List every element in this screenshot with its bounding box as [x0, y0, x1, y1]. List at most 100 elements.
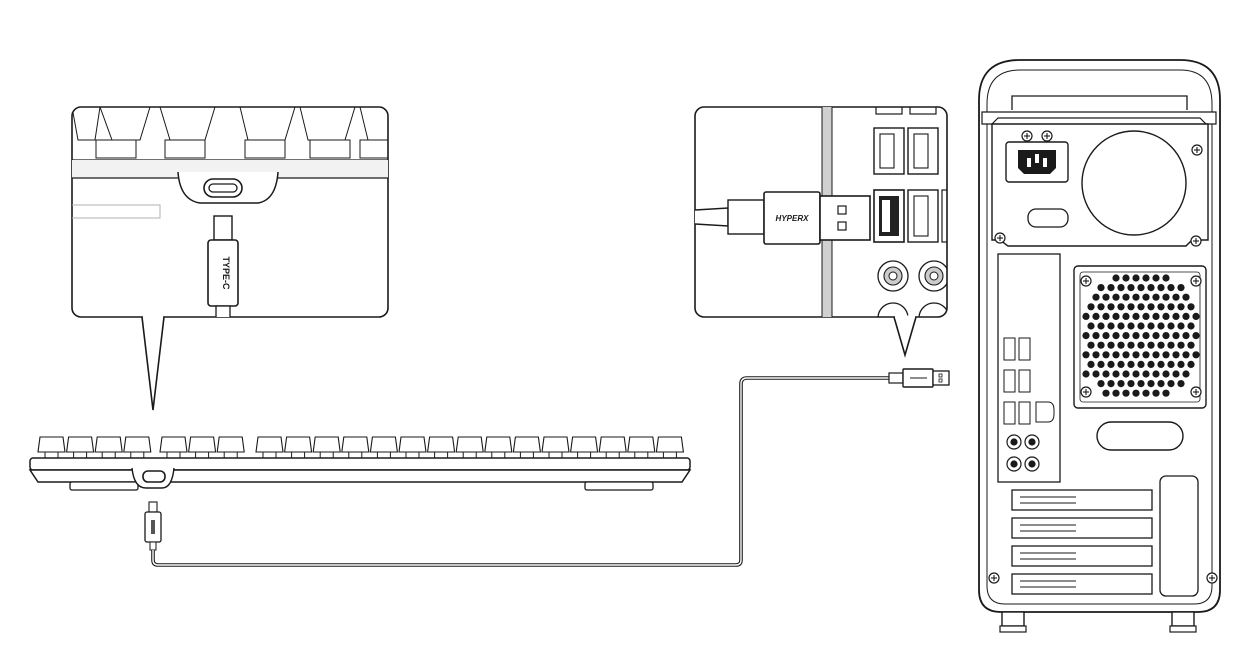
vent-hole [1152, 274, 1160, 282]
vent-hole [1137, 303, 1145, 311]
audio-jack-icon [877, 260, 947, 317]
keycap-icon [312, 436, 341, 459]
usb-c-plug-icon: TYPE-C [207, 215, 239, 317]
oval-vent [1096, 421, 1184, 451]
vent-hole [1157, 360, 1165, 368]
vent-hole [1192, 312, 1200, 320]
vent-hole [1187, 341, 1195, 349]
screw-icon [1191, 144, 1203, 156]
keycap-icon [398, 436, 427, 459]
vent-hole [1092, 370, 1100, 378]
vent-hole [1142, 332, 1150, 340]
vent-hole [1142, 389, 1150, 397]
vent-hole [1182, 332, 1190, 340]
keycap-icon [187, 436, 217, 459]
keycap-icon [484, 436, 513, 459]
vent-hole [1112, 332, 1120, 340]
keycap-icon [455, 436, 484, 459]
vent-hole [1122, 332, 1130, 340]
keycap-icon [569, 436, 599, 459]
vent-hole [1097, 284, 1105, 292]
vent-hole [1142, 293, 1150, 301]
vent-hole [1157, 380, 1165, 388]
keycap-icon [598, 436, 627, 459]
usb-port-icon [873, 127, 939, 175]
vent-hole [1162, 293, 1170, 301]
keycap-bases [72, 107, 388, 159]
vent-hole [1172, 370, 1180, 378]
screw-icon [988, 572, 1000, 584]
vent-hole [1157, 341, 1165, 349]
pc-port-callout: HYPERX [694, 106, 948, 358]
tower-inner-edge [986, 69, 1213, 605]
keyboard-foot [69, 481, 139, 491]
vent-hole [1132, 274, 1140, 282]
vent-hole [1127, 341, 1135, 349]
keycap-icon [541, 436, 570, 459]
keycap-row [37, 436, 685, 459]
vent-hole [1117, 284, 1125, 292]
vent-hole [1127, 303, 1135, 311]
screw-icon [1190, 275, 1202, 287]
screw-icon [1021, 130, 1033, 142]
vent-hole [1122, 312, 1130, 320]
vent-hole [1167, 341, 1175, 349]
vent-hole [1132, 293, 1140, 301]
power-socket-icon [1005, 141, 1069, 183]
vent-hole [1132, 370, 1140, 378]
vent-hole [1147, 322, 1155, 330]
vent-hole [1187, 360, 1195, 368]
fan-vent-holes [1082, 274, 1200, 397]
vent-hole [1122, 351, 1130, 359]
vent-hole [1087, 303, 1095, 311]
screw-icon [1080, 386, 1092, 398]
vent-hole [1167, 380, 1175, 388]
vent-hole [1182, 312, 1190, 320]
power-supply [991, 123, 1209, 247]
vent-hole [1092, 312, 1100, 320]
vent-hole [1172, 332, 1180, 340]
vent-hole [1132, 389, 1140, 397]
power-switch-icon [1027, 208, 1069, 228]
screw-icon [994, 232, 1006, 244]
vent-hole [1102, 351, 1110, 359]
vent-hole [1127, 360, 1135, 368]
callout-pointer [141, 316, 165, 411]
keycap-icon [655, 436, 685, 459]
vent-hole [1182, 351, 1190, 359]
vent-hole [1137, 360, 1145, 368]
vent-hole [1097, 341, 1105, 349]
vent-hole [1112, 351, 1120, 359]
screw-icons [988, 130, 1218, 584]
vent-hole [1172, 351, 1180, 359]
keycap-icon [283, 436, 313, 459]
vent-hole [1097, 360, 1105, 368]
vent-hole [1152, 332, 1160, 340]
vent-hole [1102, 370, 1110, 378]
vent-hole [1187, 322, 1195, 330]
screw-icon [1190, 386, 1202, 398]
vent-hole [1147, 341, 1155, 349]
vent-hole [1177, 341, 1185, 349]
usb-c-plug-small-icon [144, 501, 162, 551]
io-shield [997, 253, 1061, 483]
vent-hole [1157, 322, 1165, 330]
vent-hole [1127, 380, 1135, 388]
vent-hole [1152, 293, 1160, 301]
expansion-slots [1011, 475, 1199, 597]
vent-hole [1102, 293, 1110, 301]
vent-hole [1102, 389, 1110, 397]
vent-hole [1087, 360, 1095, 368]
usb-port-group-icon [1003, 337, 1055, 425]
tower-foot [1171, 611, 1195, 627]
keycap-icon [255, 436, 284, 459]
vent-hole [1092, 351, 1100, 359]
vent-hole [1102, 332, 1110, 340]
vent-hole [1107, 322, 1115, 330]
keycap-icon [123, 436, 152, 459]
keycap-icon [159, 436, 188, 459]
pc-tower [978, 59, 1221, 633]
vent-hole [1182, 370, 1190, 378]
